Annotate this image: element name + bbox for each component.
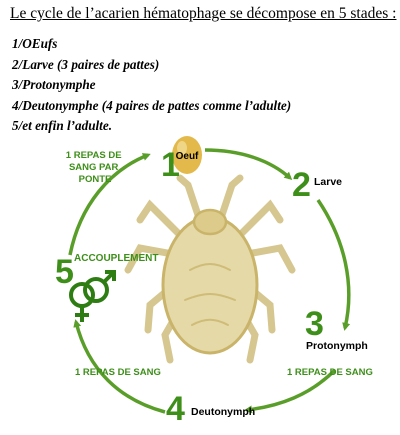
arrow-5-to-1 bbox=[68, 153, 151, 256]
stage-item-3: 3/Protonymphe bbox=[12, 77, 96, 92]
stage-item-5: 5/et enfin l’adulte. bbox=[12, 118, 113, 133]
arrow-1-to-2 bbox=[204, 148, 293, 181]
arrow-4-to-5 bbox=[73, 319, 166, 414]
stage-item-4: 4/Deutonymphe (4 paires de pattes comme … bbox=[12, 97, 292, 113]
node-5-label: ACCOUPLEMENT bbox=[74, 253, 158, 264]
meal-right-label: 1 REPAS DE SANG bbox=[287, 367, 373, 378]
arrow-2-to-3 bbox=[316, 199, 351, 331]
meal-ponte-label: 1 REPAS DE SANG PAR PONTE bbox=[66, 150, 124, 185]
node-1-number: 1 bbox=[161, 146, 180, 184]
node-2-number: 2 bbox=[292, 166, 311, 204]
stage-list: 1/OEufs 2/Larve (3 paires de pattes) 3/P… bbox=[12, 34, 291, 137]
arrow-3-to-4 bbox=[244, 368, 337, 414]
male-female-symbol-icon bbox=[69, 270, 116, 322]
page-title: Le cycle de l’acarien hématophage se déc… bbox=[10, 5, 397, 22]
node-5-number: 5 bbox=[55, 253, 74, 291]
mite-illustration bbox=[124, 174, 296, 364]
stage-item-2: 2/Larve (3 paires de pattes) bbox=[12, 56, 160, 72]
node-2-label: Larve bbox=[314, 176, 342, 188]
meal-left-label: 1 REPAS DE SANG bbox=[75, 367, 161, 378]
cycle-arrows bbox=[68, 148, 351, 414]
node-4-number: 4 bbox=[166, 390, 185, 428]
stage-item-1: 1/OEufs bbox=[12, 36, 58, 51]
egg-icon bbox=[172, 136, 202, 174]
node-4-label: Deutonymph bbox=[191, 406, 255, 418]
node-1-label: Oeuf bbox=[176, 151, 199, 162]
node-3-number: 3 bbox=[305, 305, 324, 343]
node-3-label: Protonymph bbox=[306, 340, 368, 352]
